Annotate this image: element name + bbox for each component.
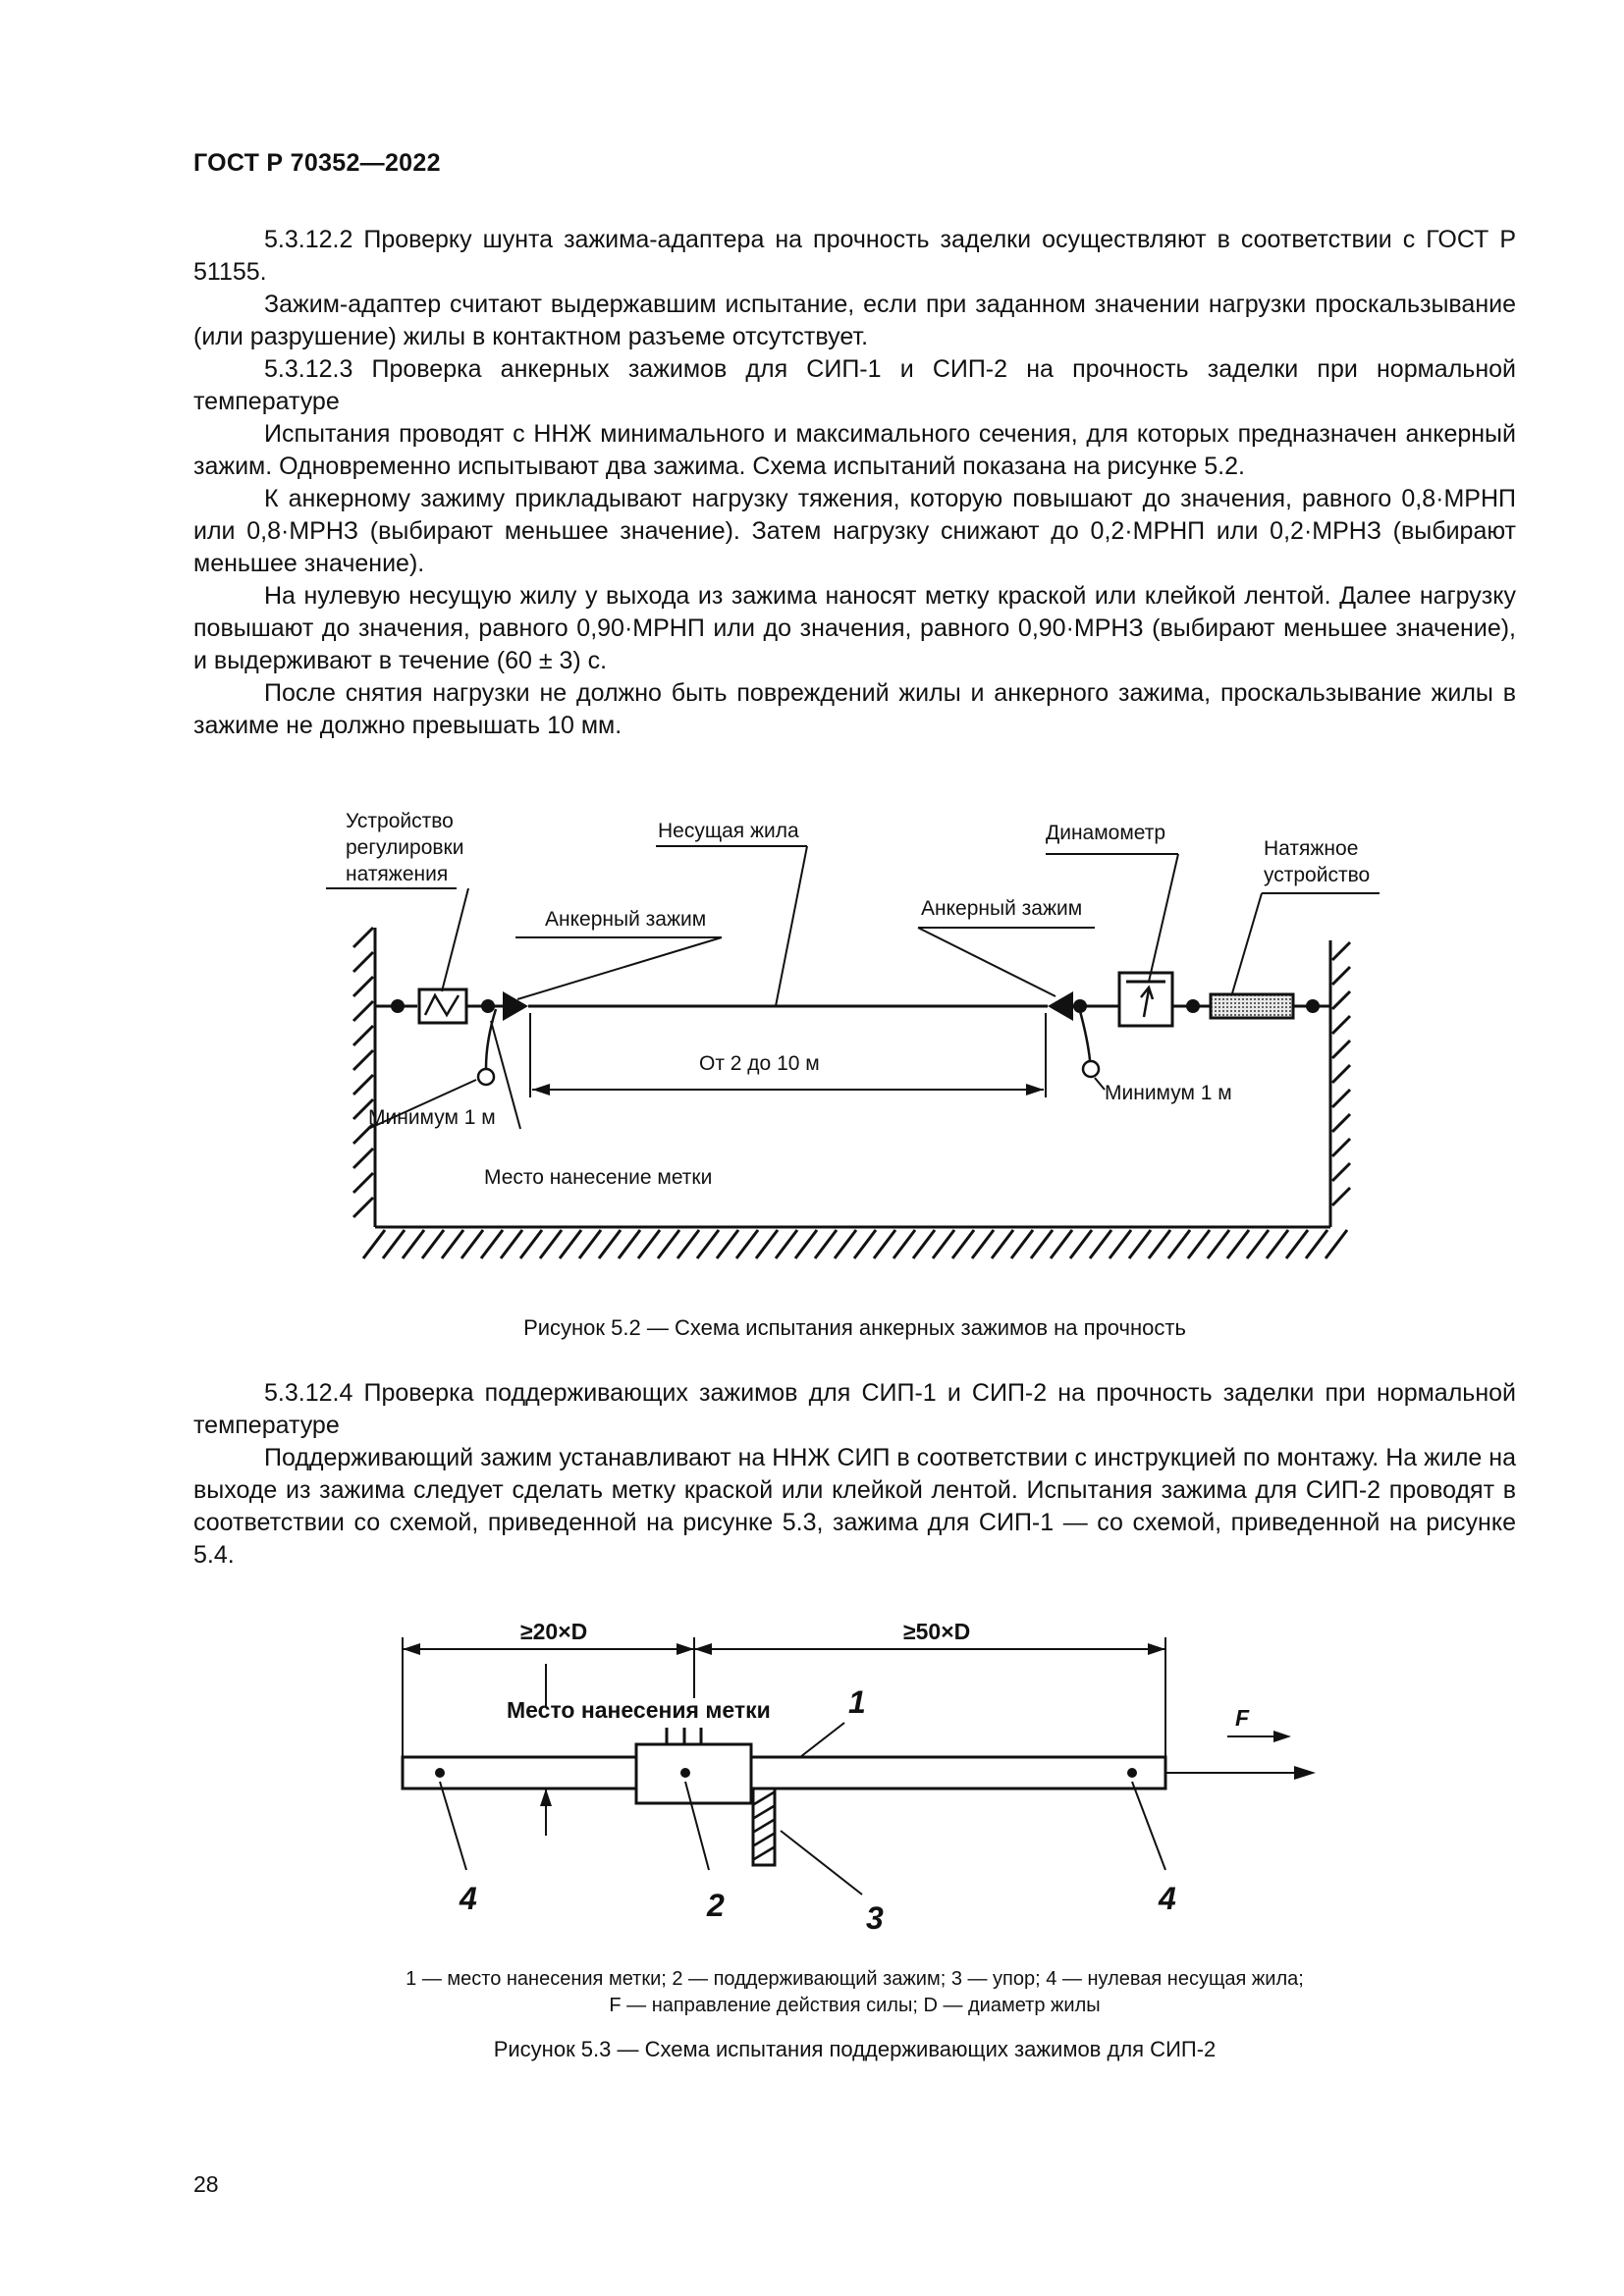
anchor-clamp-right [1048, 991, 1073, 1021]
label-anchor-right: Анкерный зажим [921, 897, 1082, 920]
figure-5-3-legend: 1 — место нанесения метки; 2 — поддержив… [193, 1966, 1516, 2019]
callout-1: 1 [848, 1684, 866, 1720]
force-label: F [1235, 1705, 1250, 1731]
support-clamp [634, 1742, 753, 1805]
page-number: 28 [193, 2171, 219, 2197]
paragraph: К анкерному зажиму прикладывают нагрузку… [193, 485, 1516, 577]
callout-3: 3 [866, 1900, 884, 1936]
text-block-1: 5.3.12.2 Проверку шунта зажима-адаптера … [193, 224, 1516, 742]
paragraph: После снятия нагрузки не должно быть пов… [193, 679, 1516, 739]
node-dot [481, 999, 495, 1013]
anchor-clamp-left [503, 991, 528, 1021]
right-wall [1328, 940, 1352, 1227]
legend-line-2: F — направление действия силы; D — диаме… [609, 1995, 1101, 2016]
label-span: От 2 до 10 м [699, 1052, 820, 1075]
figure-5-2-caption: Рисунок 5.2 — Схема испытания анкерных з… [523, 1315, 1186, 1340]
callout-4-left: 4 [459, 1881, 477, 1916]
legend-line-1: 1 — место нанесения метки; 2 — поддержив… [406, 1968, 1304, 1990]
callout-2: 2 [706, 1888, 725, 1923]
label-tension-device-1: Устройство [346, 810, 454, 832]
floor [361, 1225, 1349, 1259]
label-mark-place: Место нанесения метки [507, 1697, 771, 1723]
paragraph: 5.3.12.4 Проверка поддерживающих зажимов… [193, 1379, 1516, 1439]
callout-4-right: 4 [1158, 1881, 1176, 1916]
label-min-left: Минимум 1 м [368, 1106, 496, 1129]
text-block-2: 5.3.12.4 Проверка поддерживающих зажимов… [193, 1377, 1516, 1572]
label-tension-device-3: натяжения [346, 863, 448, 885]
dim-left: ≥20×D [520, 1619, 587, 1644]
paragraph: Поддерживающий зажим устанавливают на НН… [193, 1444, 1516, 1569]
node-dot [391, 999, 405, 1013]
node-dot [1073, 999, 1087, 1013]
paragraph: 5.3.12.3 Проверка анкерных зажимов для С… [193, 355, 1516, 415]
paragraph: На нулевую несущую жилу у выхода из зажи… [193, 582, 1516, 674]
document-header: ГОСТ Р 70352—2022 [193, 149, 441, 177]
label-puller-1: Натяжное [1264, 837, 1358, 860]
label-carrier: Несущая жила [658, 820, 799, 842]
tension-regulator [417, 988, 468, 1025]
label-puller-2: устройство [1264, 864, 1370, 886]
label-tension-device-2: регулировки [346, 836, 463, 859]
label-anchor-left: Анкерный зажим [545, 908, 706, 931]
dynamometer [1117, 971, 1174, 1028]
pulling-device [1209, 992, 1295, 1020]
label-min-right: Минимум 1 м [1105, 1082, 1232, 1104]
left-wall [352, 926, 377, 1227]
label-mark: Место нанесение метки [484, 1166, 712, 1189]
stop-plate [751, 1787, 777, 1867]
node-dot [1186, 999, 1200, 1013]
figure-5-3-caption: Рисунок 5.3 — Схема испытания поддержива… [493, 2037, 1217, 2061]
label-dynamometer: Динамометр [1046, 822, 1165, 844]
carrier-conductor [401, 1755, 1167, 1790]
dim-right: ≥50×D [903, 1619, 970, 1644]
node-dot [1306, 999, 1320, 1013]
paragraph: Зажим-адаптер считают выдержавшим испыта… [193, 291, 1516, 350]
paragraph: Испытания проводят с ННЖ минимального и … [193, 420, 1516, 480]
paragraph: 5.3.12.2 Проверку шунта зажима-адаптера … [193, 226, 1516, 286]
